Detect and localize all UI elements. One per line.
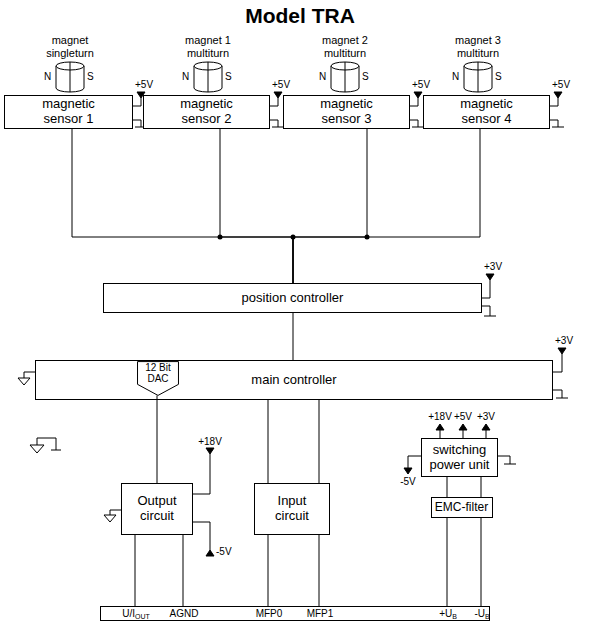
pole-label: N — [182, 71, 189, 83]
sensor-box: magnetic sensor 4 — [423, 95, 550, 129]
diagram-title: Model TRA — [0, 3, 600, 29]
voltage-label: +3V — [555, 335, 573, 347]
circuit-box: Input circuit — [254, 483, 330, 535]
terminal-label: MFP1 — [307, 607, 334, 620]
connector-line — [268, 400, 269, 483]
magnet-symbol — [194, 62, 222, 92]
terminal-subscript: B — [485, 613, 490, 620]
power-unit-box: switching power unit — [421, 438, 498, 477]
controller-box: position controller — [103, 283, 482, 313]
terminal-name: MFP0 — [256, 608, 283, 619]
pole-label: S — [362, 71, 369, 83]
connector-line — [72, 129, 293, 283]
voltage-label: -5V — [216, 546, 232, 558]
terminal-name: U/I — [122, 608, 135, 619]
voltage-label: +5V — [135, 79, 153, 91]
magnet-label: magnet 1 multiturn — [178, 34, 238, 59]
connector-line — [220, 129, 293, 283]
terminal-name: +U — [439, 608, 452, 619]
voltage-label: +5V — [552, 79, 570, 91]
box-text: Input circuit — [261, 494, 323, 524]
voltage-label: +3V — [484, 261, 502, 273]
pole-label: N — [44, 71, 51, 83]
connector-line — [135, 535, 136, 606]
sensor-supplies — [133, 92, 564, 127]
terminal-label: U/IOUT — [122, 607, 150, 623]
pole-label: S — [225, 71, 232, 83]
supply-wires — [18, 274, 568, 556]
terminal-label: AGND — [170, 607, 199, 620]
voltage-label: +3V — [477, 411, 495, 423]
voltage-label: +5V — [454, 411, 472, 423]
terminal-name: -U — [474, 608, 485, 619]
supply-symbol — [270, 92, 284, 127]
connector-line — [293, 313, 294, 360]
voltage-label: +5V — [412, 79, 430, 91]
pole-label: N — [452, 71, 459, 83]
magnet-symbol — [464, 62, 492, 92]
magnet-label: magnet singleturn — [40, 34, 100, 59]
terminal-name: MFP1 — [307, 608, 334, 619]
connector-line — [268, 535, 269, 606]
controller-box: main controller 12 Bit DAC — [35, 360, 553, 400]
magnet-label: magnet 3 multiturn — [448, 34, 508, 59]
magnet-label: magnet 2 multiturn — [315, 34, 375, 59]
sensor-box: magnetic sensor 3 — [283, 95, 410, 129]
filter-box: EMC-filter — [431, 497, 493, 518]
supply-symbol — [550, 92, 564, 127]
connector-line — [293, 129, 367, 283]
voltage-label: +18V — [198, 436, 222, 448]
box-text: EMC-filter — [435, 501, 488, 515]
box-text: position controller — [242, 291, 344, 306]
connector-line — [447, 518, 448, 606]
supply-symbol — [410, 92, 424, 127]
connector-line — [293, 129, 480, 283]
box-text: magnetic sensor 1 — [29, 97, 109, 127]
connector-line — [319, 535, 320, 606]
connector-line — [319, 400, 320, 483]
pole-label: S — [495, 71, 502, 83]
sensor-box: magnetic sensor 1 — [4, 95, 133, 129]
terminal-label: +UB — [439, 607, 457, 623]
terminal-label: MFP0 — [256, 607, 283, 620]
box-text: magnetic sensor 3 — [307, 97, 387, 127]
box-text: magnetic sensor 2 — [167, 97, 247, 127]
terminal-subscript: B — [452, 613, 457, 620]
magnet-symbol — [331, 62, 359, 92]
pole-label: S — [87, 71, 94, 83]
voltage-label: -5V — [400, 476, 416, 488]
magnets — [56, 62, 492, 92]
box-text: magnetic sensor 4 — [447, 97, 527, 127]
pole-label: N — [319, 71, 326, 83]
connector-line — [183, 535, 184, 606]
box-text: 12 Bit DAC — [140, 362, 176, 385]
connector-line — [481, 518, 482, 606]
connectors — [72, 129, 481, 606]
dac-pentagon: 12 Bit DAC — [137, 361, 179, 396]
box-text: Output circuit — [128, 494, 186, 524]
box-text: main controller — [251, 373, 336, 388]
connector-line — [481, 477, 482, 497]
terminal-subscript: OUT — [135, 613, 150, 620]
sensor-box: magnetic sensor 2 — [143, 95, 270, 129]
terminal-name: AGND — [170, 608, 199, 619]
connector-line — [447, 477, 448, 497]
magnet-symbol — [56, 62, 84, 92]
voltage-label: +18V — [428, 411, 452, 423]
terminal-label: -UB — [474, 607, 489, 623]
box-text: switching power unit — [427, 443, 493, 473]
connector-line — [157, 396, 158, 484]
dac-outline — [138, 361, 179, 395]
circuit-box: Output circuit — [121, 483, 193, 535]
voltage-label: +5V — [272, 79, 290, 91]
terminal-strip: U/IOUTAGNDMFP0MFP1+UB-UB — [100, 606, 490, 621]
